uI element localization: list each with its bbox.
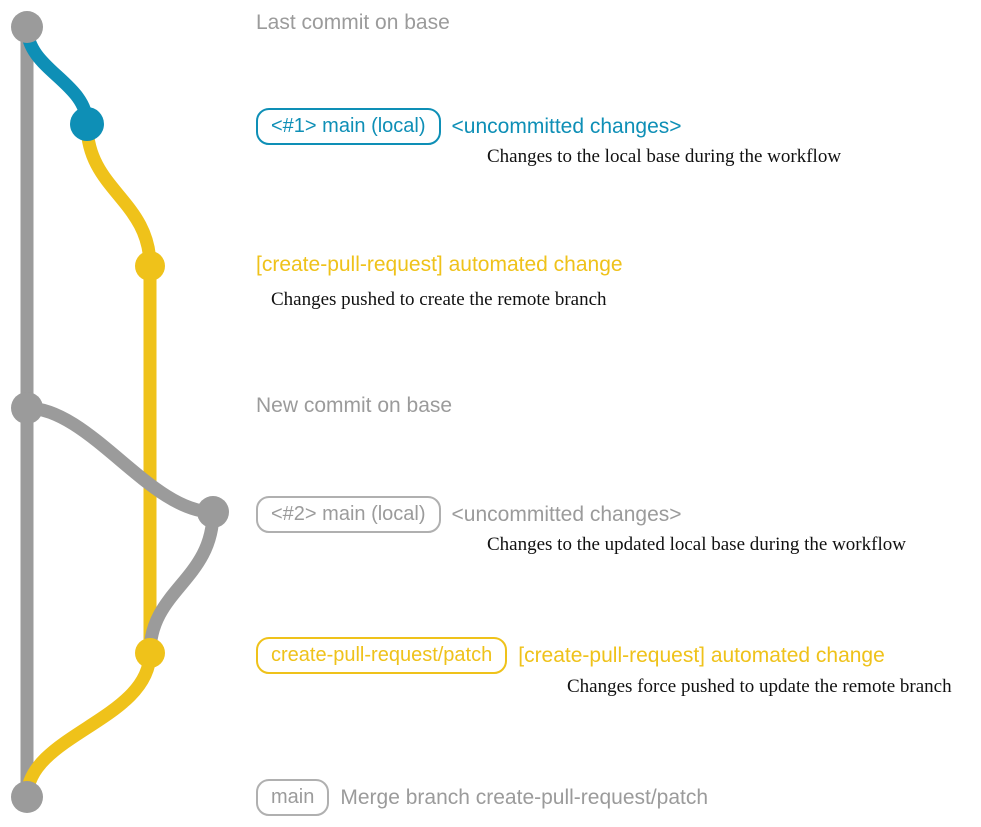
node-patch-create (135, 251, 165, 281)
node-main-local-2 (197, 496, 229, 528)
edge-main-local-2-to-force-push (143, 505, 220, 660)
commit-note-main-local-1: Changes to the local base during the wor… (487, 146, 842, 167)
commit-subject-new-commit-on-base: New commit on base (256, 394, 453, 417)
commit-nodes (11, 11, 229, 813)
commit-row-merge: main Merge branch create-pull-request/pa… (256, 779, 708, 816)
node-base-head (11, 11, 43, 43)
node-patch-force-push (135, 638, 165, 668)
commit-subject-main-local-1: <uncommitted changes> (451, 114, 682, 138)
edge-main-local-1-to-patch (80, 117, 157, 273)
commit-row-create-branch: [create-pull-request] automated change (256, 253, 623, 277)
edge-base-to-main-local-2 (20, 401, 220, 519)
node-main-local-1 (70, 107, 104, 141)
commit-subject-create-branch: [create-pull-request] automated change (256, 253, 623, 276)
commit-subject-main-local-2: <uncommitted changes> (451, 502, 682, 526)
ref-chip-main-local-2[interactable]: <#2> main (local) (256, 496, 441, 533)
commit-note-main-local-2: Changes to the updated local base during… (487, 534, 906, 555)
commit-row-main-local-2: <#2> main (local) <uncommitted changes> (256, 496, 682, 533)
node-base-merge (11, 781, 43, 813)
commit-subject-force-push: [create-pull-request] automated change (518, 643, 885, 667)
commit-subject-last-commit-on-base: Last commit on base (256, 11, 450, 34)
commit-row-last-commit-on-base: Last commit on base (256, 11, 450, 35)
commit-row-main-local-1: <#1> main (local) <uncommitted changes> (256, 108, 682, 145)
commit-row-new-commit-on-base: New commit on base (256, 394, 452, 418)
ref-chip-main[interactable]: main (256, 779, 330, 816)
edge-patch-to-merge (20, 646, 157, 804)
commit-note-force-push: Changes force pushed to update the remot… (567, 676, 952, 697)
commit-row-force-push: create-pull-request/patch [create-pull-r… (256, 637, 885, 674)
commit-subject-merge: Merge branch create-pull-request/patch (340, 785, 709, 809)
node-base-new-commit (11, 392, 43, 424)
ref-chip-create-pull-request-patch[interactable]: create-pull-request/patch (256, 637, 508, 674)
ref-chip-main-local-1[interactable]: <#1> main (local) (256, 108, 441, 145)
commit-note-create-branch: Changes pushed to create the remote bran… (271, 289, 607, 310)
